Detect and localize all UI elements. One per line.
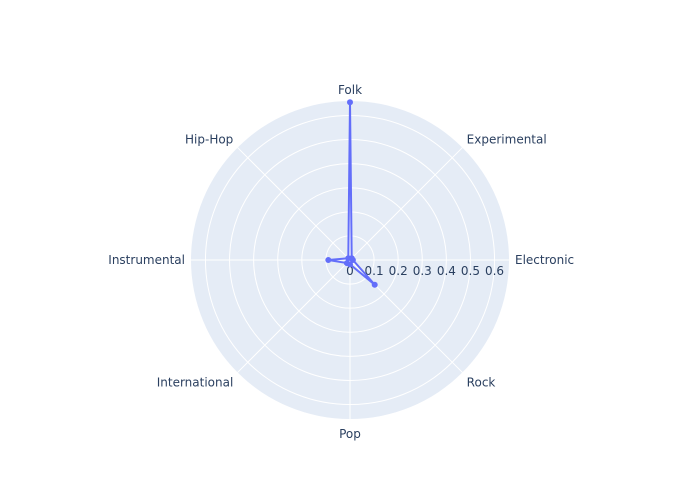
category-label-instrumental: Instrumental: [108, 253, 185, 267]
data-point-folk[interactable]: [347, 99, 353, 106]
category-label-folk: Folk: [338, 83, 362, 97]
spoke-line: [237, 259, 351, 373]
radial-tick-label: 0.5: [461, 264, 480, 278]
category-label-hip-hop: Hip-Hop: [185, 132, 233, 146]
data-point-rock[interactable]: [371, 281, 378, 288]
series-layer: [325, 99, 378, 288]
spoke-line: [349, 147, 463, 261]
category-label-rock: Rock: [467, 376, 496, 390]
data-point-instrumental[interactable]: [325, 257, 332, 263]
radial-tick-label: 0.4: [437, 264, 456, 278]
radial-tick-label: 0.2: [389, 264, 408, 278]
radial-tick-label: 0.1: [365, 264, 384, 278]
spoke-line: [237, 147, 351, 261]
radial-tick-label: 0: [346, 264, 354, 278]
radial-tick-label: 0.3: [413, 264, 432, 278]
radial-tick-layer: 0 0.1 0.2 0.3 0.4 0.5 0.6: [346, 264, 504, 278]
category-label-experimental: Experimental: [467, 132, 547, 146]
category-label-international: International: [157, 376, 234, 390]
category-label-electronic: Electronic: [515, 253, 574, 267]
angular-label-layer: Electronic Experimental FolkHip-HopInstrum…: [108, 83, 574, 441]
data-point-hip-hop[interactable]: [345, 255, 352, 262]
radial-tick-label: 0.6: [485, 264, 504, 278]
category-label-pop: Pop: [339, 427, 361, 441]
data-point-pop[interactable]: [347, 261, 353, 268]
